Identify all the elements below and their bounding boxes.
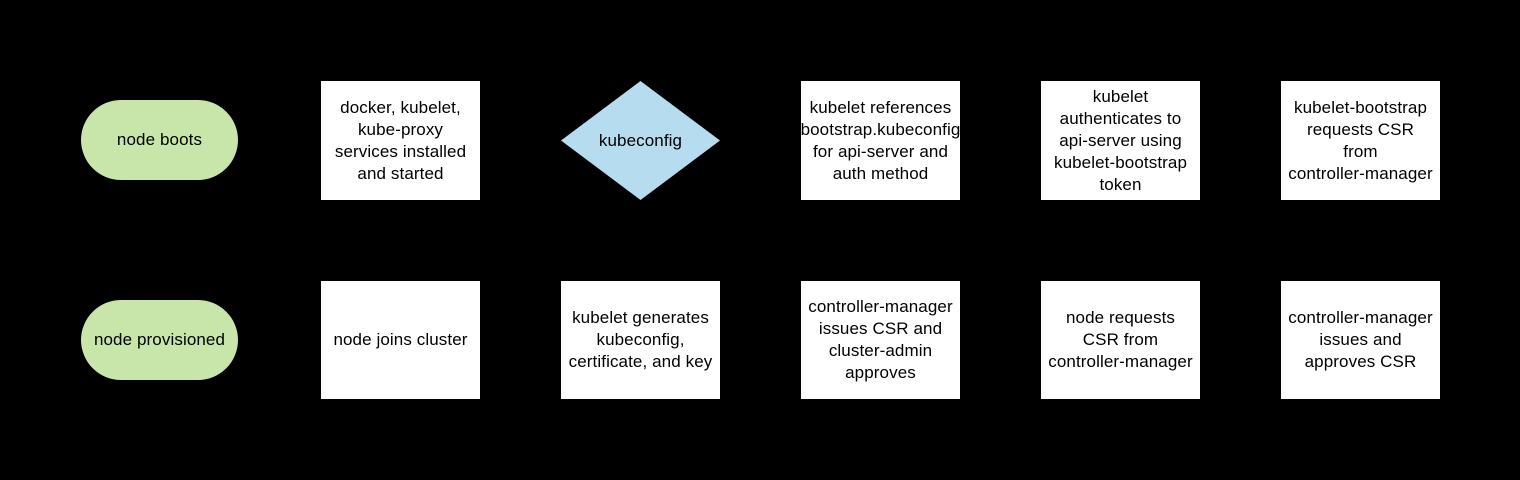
flow-node-label-node-provisioned: node provisioned (93, 330, 226, 349)
flow-node-label-kubelet-references-bootstrap: kubelet references bootstrap.kubeconfig … (800, 97, 961, 183)
flow-node-controller-manager-issues-csr[interactable]: controller-manager issues CSR and cluste… (801, 281, 960, 399)
flow-node-node-boots[interactable]: node boots (81, 100, 238, 180)
flow-node-label-node-joins-cluster: node joins cluster (333, 330, 468, 349)
flow-node-label-node-requests-csr: node requests CSR from controller-manage… (1048, 308, 1193, 371)
flow-node-label-node-boots: node boots (116, 130, 203, 149)
flow-node-kubelet-generates-kubeconfig[interactable]: kubelet generates kubeconfig, certificat… (561, 281, 720, 399)
flow-node-services-installed[interactable]: docker, kubelet, kube-proxy services ins… (321, 81, 480, 200)
flow-node-label-kubeconfig-decision: kubeconfig (598, 130, 683, 150)
flow-node-bootstrap-requests-csr[interactable]: kubelet-bootstrap requests CSR from cont… (1281, 81, 1440, 200)
flow-node-node-joins-cluster[interactable]: node joins cluster (321, 281, 480, 399)
flow-node-label-services-installed: docker, kubelet, kube-proxy services ins… (334, 97, 467, 183)
flow-node-kubelet-authenticates[interactable]: kubelet authenticates to api-server usin… (1041, 81, 1200, 200)
flow-node-label-controller-manager-issues-csr: controller-manager issues CSR and cluste… (808, 297, 953, 382)
flow-node-label-bootstrap-requests-csr: kubelet-bootstrap requests CSR from cont… (1288, 97, 1433, 183)
flow-node-node-provisioned[interactable]: node provisioned (81, 300, 238, 380)
flow-node-node-requests-csr[interactable]: node requests CSR from controller-manage… (1041, 281, 1200, 399)
flow-node-label-controller-manager-approves: controller-manager issues and approves C… (1288, 308, 1433, 371)
flow-node-kubelet-references-bootstrap[interactable]: kubelet references bootstrap.kubeconfig … (801, 81, 960, 200)
flow-node-label-kubelet-authenticates: kubelet authenticates to api-server usin… (1053, 86, 1188, 194)
flow-node-kubeconfig-decision[interactable]: kubeconfig (561, 81, 720, 200)
flow-node-controller-manager-approves[interactable]: controller-manager issues and approves C… (1281, 281, 1440, 399)
flow-node-label-kubelet-generates-kubeconfig: kubelet generates kubeconfig, certificat… (568, 308, 713, 371)
